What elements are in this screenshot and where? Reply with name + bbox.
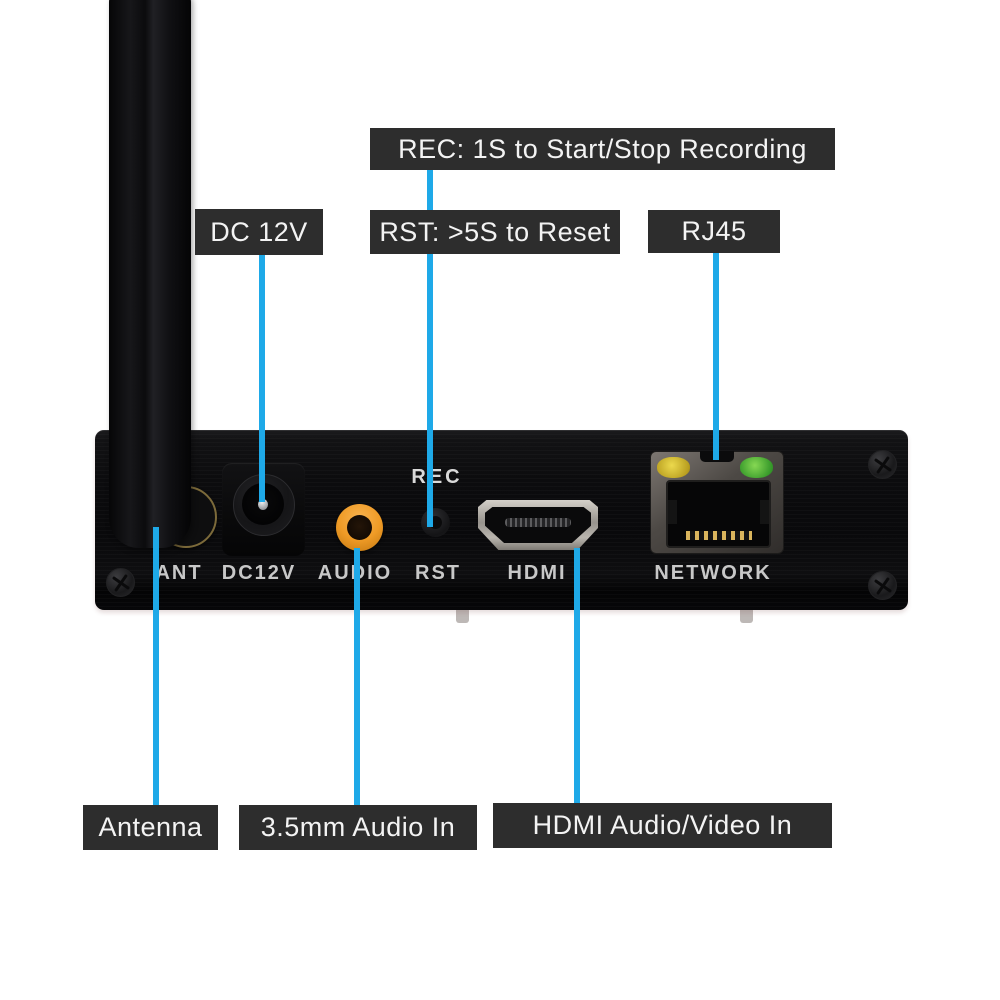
callout-audio-in: 3.5mm Audio In [239, 805, 477, 850]
panel-label-network: NETWORK [654, 562, 772, 584]
rj45-led-yellow [657, 457, 690, 478]
hdmi-port-pins [505, 518, 571, 527]
callout-rec: REC: 1S to Start/Stop Recording [370, 128, 835, 170]
device-foot-right [740, 608, 753, 623]
dc-power-jack [222, 463, 305, 556]
panel-label-ant: ANT [155, 562, 203, 584]
hdmi-port [478, 500, 598, 550]
dc-jack-center-pin [258, 499, 268, 510]
panel-label-hdmi: HDMI [507, 562, 567, 584]
audio-in-jack [336, 504, 383, 551]
leader-line-hdmi [574, 548, 580, 803]
panel-label-audio: AUDIO [318, 562, 392, 585]
device-foot-left [456, 608, 469, 623]
rj45-gold-pins [686, 531, 752, 540]
rj45-latch-guide-right [760, 500, 769, 524]
callout-antenna: Antenna [83, 805, 218, 850]
rec-panel-marking: REC [411, 466, 463, 488]
callout-rst: RST: >5S to Reset [370, 210, 620, 254]
panel-label-rst: RST [415, 562, 461, 584]
rj45-network-port [650, 451, 784, 554]
screw-bottom-right [868, 571, 897, 600]
leader-line-audio [354, 548, 360, 805]
callout-hdmi-in: HDMI Audio/Video In [493, 803, 832, 848]
screw-bottom-left [106, 568, 135, 597]
callout-dc12v: DC 12V [195, 209, 323, 255]
screw-top-right [868, 450, 897, 479]
leader-line-rec-to-rst-label [427, 170, 433, 210]
leader-line-rst-to-button [427, 254, 433, 527]
leader-line-dc12v [259, 253, 265, 502]
rj45-led-green [740, 457, 773, 478]
audio-jack-hole [347, 515, 372, 540]
rj45-latch-guide-left [668, 500, 677, 524]
callout-rj45: RJ45 [648, 210, 780, 253]
leader-line-antenna [153, 527, 159, 805]
wifi-antenna [109, 0, 191, 548]
rec-rst-button [421, 508, 450, 537]
rj45-opening [666, 480, 771, 548]
leader-line-rj45 [713, 253, 719, 460]
panel-label-dc12v: DC12V [221, 562, 297, 584]
